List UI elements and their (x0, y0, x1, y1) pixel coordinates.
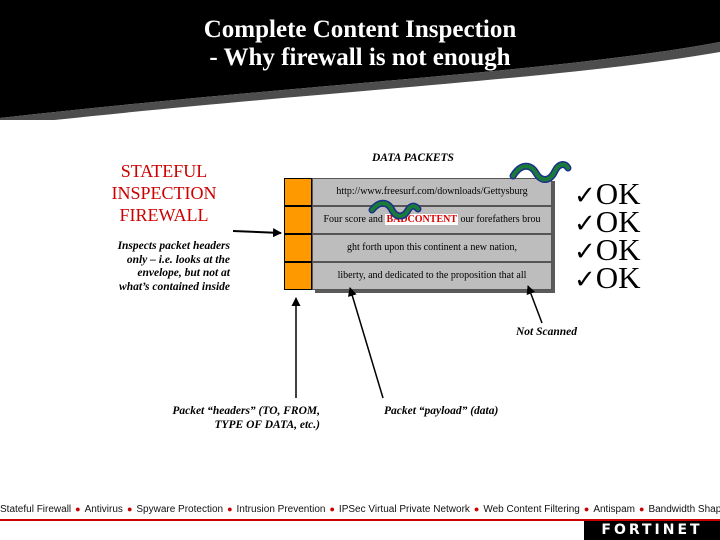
feature-strip: Stateful Firewall ● Antivirus ● Spyware Prot… (0, 498, 720, 520)
worm-icon (372, 203, 418, 216)
feature-item: Web Content Filtering (483, 504, 580, 515)
feature-bullet: ● (127, 504, 132, 514)
brand-logo: FORTINET (584, 521, 720, 540)
feature-bullet: ● (639, 504, 644, 514)
feature-item: IPSec Virtual Private Network (339, 504, 470, 515)
feature-bullet: ● (227, 504, 232, 514)
feature-bullet: ● (75, 504, 80, 514)
packet-headers-label: Packet “headers” (TO, FROM, TYPE OF DATA… (150, 405, 320, 432)
packet-payload-label: Packet “payload” (data) (384, 405, 498, 417)
feature-item: Spyware Protection (136, 504, 223, 515)
feature-item: Antispam (593, 504, 635, 515)
payload-pointer-arrow (350, 288, 383, 398)
arrow-right-icon (233, 231, 281, 233)
feature-item: Bandwidth Shaping (648, 504, 720, 515)
feature-bullet: ● (329, 504, 334, 514)
packet-headers-label-line: Packet “headers” (TO, FROM, (150, 405, 320, 419)
not-scanned-pointer-arrow (528, 286, 542, 323)
feature-item: Stateful Firewall (0, 504, 71, 515)
feature-item: Intrusion Prevention (237, 504, 326, 515)
feature-bullet: ● (584, 504, 589, 514)
packet-headers-label-line: TYPE OF DATA, etc.) (150, 419, 320, 433)
worm-icon (513, 165, 568, 180)
not-scanned-label: Not Scanned (516, 326, 577, 338)
feature-bullet: ● (474, 504, 479, 514)
feature-item: Antivirus (85, 504, 123, 515)
